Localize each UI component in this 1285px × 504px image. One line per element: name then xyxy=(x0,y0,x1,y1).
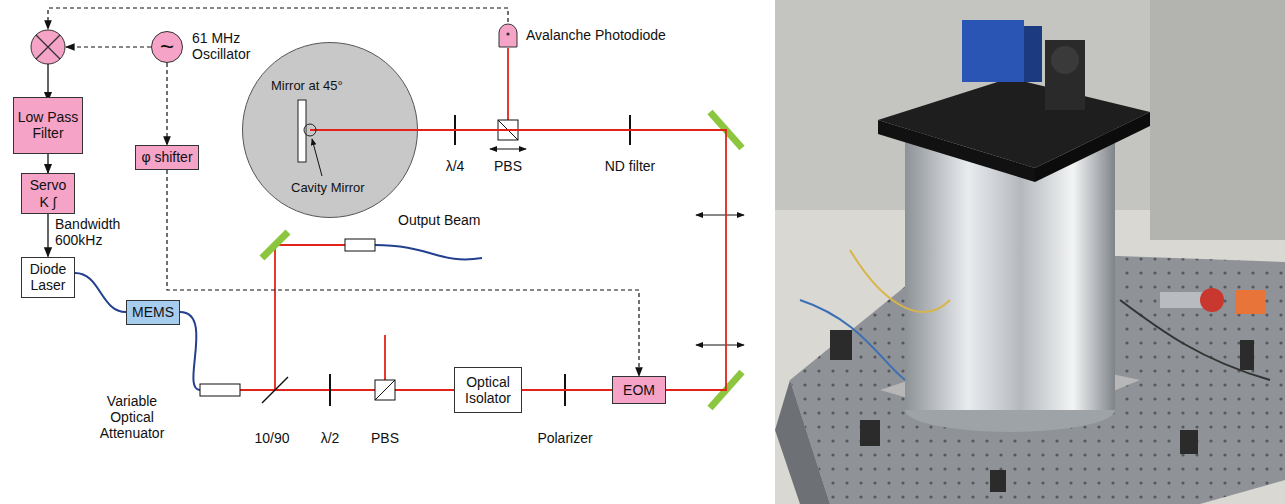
component-label: PBS xyxy=(371,430,399,446)
box-text: EOM xyxy=(623,382,655,398)
component-label: λ/4 xyxy=(446,158,465,174)
mixer-cross xyxy=(36,35,60,59)
laser-beam xyxy=(310,129,418,131)
box-text: φ shifter xyxy=(141,149,192,165)
mirror-label: Mirror at 45° xyxy=(271,79,343,94)
optical-fiber xyxy=(375,245,482,259)
pbs-diagonal xyxy=(375,380,395,400)
camera-box xyxy=(962,20,1024,82)
cavity-mirror-label: Cavity Mirror xyxy=(291,181,365,196)
signal-wire xyxy=(48,8,508,29)
chamber-lid-edge xyxy=(1035,112,1150,182)
laser-beam xyxy=(522,389,612,391)
laser-beam xyxy=(507,48,509,120)
fiber-collimator xyxy=(345,239,375,251)
cable xyxy=(1120,300,1270,380)
cavity-mirror xyxy=(304,124,316,136)
vacuum-chamber: Mirror at 45° Cavity Mirror xyxy=(242,42,418,218)
chamber-lid-edge xyxy=(878,120,1035,182)
mixer-symbol xyxy=(31,30,65,64)
leader-line xyxy=(312,139,322,176)
oscillator-symbol-text: ~ xyxy=(160,35,174,59)
photodiode-dot xyxy=(506,32,509,35)
half-wave-plate xyxy=(329,374,331,406)
signal-connector xyxy=(167,170,639,376)
mixer-cross xyxy=(36,35,60,59)
component-label: ND filter xyxy=(605,158,656,174)
beam-splitter xyxy=(262,377,288,403)
component-label: 10/90 xyxy=(254,430,289,446)
oscillator-label: 61 MHz Oscillator xyxy=(192,30,266,62)
signal-connector xyxy=(47,154,48,174)
mirror-at-45 xyxy=(298,100,306,162)
translation-arrow xyxy=(490,149,526,150)
optic-mount xyxy=(860,420,880,446)
laser-beam xyxy=(274,245,276,390)
box-text: MEMS xyxy=(132,304,174,320)
optical-fiber xyxy=(75,273,126,312)
signal-wire xyxy=(47,64,48,101)
signal-connector xyxy=(166,63,167,145)
fiber-collimator xyxy=(200,384,240,396)
table-edge xyxy=(775,380,830,504)
box-text: Optical Isolator xyxy=(458,374,518,406)
laser-beam xyxy=(240,389,455,391)
reference-wire xyxy=(66,46,151,47)
component-label: λ/2 xyxy=(321,430,340,446)
cable xyxy=(800,300,905,380)
photodiode-label: Avalanche Photodiode xyxy=(526,27,666,43)
optic-mount xyxy=(1051,46,1079,74)
laser-beam xyxy=(418,130,726,390)
optic-mount xyxy=(1180,430,1198,454)
photo-equipment xyxy=(1150,0,1285,240)
cable xyxy=(850,250,950,312)
component-label: Variable Optical Attenuator xyxy=(90,393,174,441)
laser-beam xyxy=(275,244,345,246)
camera-side xyxy=(1024,26,1042,82)
photodiode-symbol xyxy=(498,22,518,48)
optic-mount xyxy=(990,470,1006,492)
pbs-cube xyxy=(375,380,395,400)
mems-box: MEMS xyxy=(126,300,180,325)
component-label: Output Beam xyxy=(398,212,481,228)
laser-beam xyxy=(384,335,386,380)
box-text: Servo K ∫ xyxy=(25,177,71,209)
box-text: Diode Laser xyxy=(25,261,71,293)
mirror-symbol xyxy=(262,232,288,258)
circuit-board xyxy=(1235,290,1265,314)
component-label: PBS xyxy=(494,158,522,174)
oscillator-symbol: ~61 MHz Oscillator xyxy=(151,31,183,63)
box-text: Low Pass Filter xyxy=(17,109,79,141)
process-box: φ shifter xyxy=(135,145,199,170)
process-box: Servo K ∫ xyxy=(21,173,75,214)
process-box: Low Pass Filter xyxy=(13,97,83,154)
translation-arrow xyxy=(696,345,744,346)
optic-mount xyxy=(830,330,852,360)
chamber-lid xyxy=(878,78,1150,168)
laser-box: Diode Laser xyxy=(21,257,75,298)
optic-mount xyxy=(1240,340,1254,370)
modulator-box: EOM xyxy=(612,376,666,404)
translation-arrow xyxy=(696,215,744,216)
optic-mount xyxy=(1045,40,1085,110)
photo-background xyxy=(775,0,1285,504)
edge-label: Bandwidth 600kHz xyxy=(55,216,135,248)
optical-fiber xyxy=(180,312,200,390)
photodiode: Avalanche Photodiode xyxy=(498,22,518,48)
photodiode-dome xyxy=(499,24,517,47)
vacuum-flange xyxy=(1200,288,1224,312)
isolator-box: Optical Isolator xyxy=(454,367,522,413)
signal-connector xyxy=(47,214,48,257)
component-label: Polarizer xyxy=(537,430,592,446)
